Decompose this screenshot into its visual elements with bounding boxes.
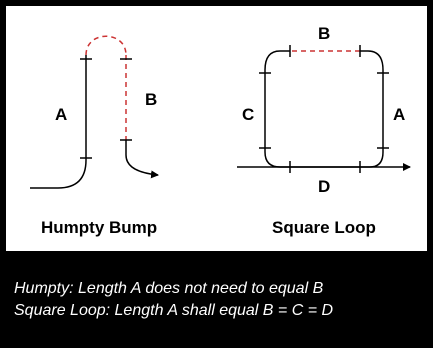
- humpty-bump-figure: A B: [30, 35, 159, 189]
- square-loop-title: Square Loop: [272, 218, 376, 237]
- humpty-top-dashed: [85, 35, 127, 56]
- humpty-upline: [30, 55, 87, 189]
- square-label-c: C: [242, 105, 254, 124]
- note-humpty: Humpty: Length A does not need to equal …: [14, 280, 324, 297]
- humpty-label-a: A: [55, 105, 67, 124]
- square-loop-figure: B C A D: [237, 24, 411, 196]
- note-square-loop: Square Loop: Length A shall equal B = C …: [14, 302, 334, 319]
- square-label-d: D: [318, 177, 330, 196]
- square-label-b: B: [318, 24, 330, 43]
- humpty-exit: [125, 140, 159, 179]
- humpty-bump-title: Humpty Bump: [41, 218, 158, 237]
- notes-panel: Humpty: Length A does not need to equal …: [6, 251, 427, 342]
- square-right-side: [280, 50, 384, 168]
- square-left-side: [264, 50, 290, 168]
- humpty-label-b: B: [145, 90, 157, 109]
- square-label-a: A: [393, 105, 405, 124]
